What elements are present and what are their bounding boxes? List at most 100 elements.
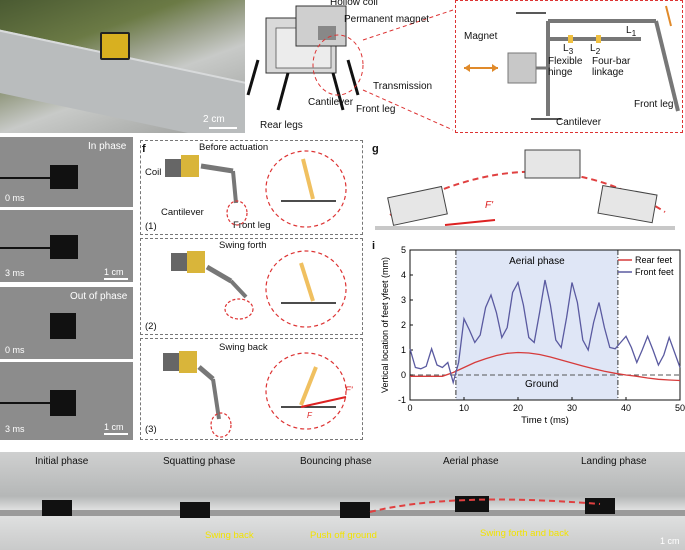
h-robot-3 — [340, 502, 370, 518]
panel-d-photo-1: In phase 0 ms — [0, 137, 133, 207]
panel-b: Hollow coil Permanent magnet Transmissio… — [246, 0, 454, 133]
f3-num: (3) — [145, 424, 157, 435]
y-tick-label: 4 — [401, 270, 406, 280]
panel-f-sub2: Swing forth (2) — [140, 238, 363, 335]
robot-photo — [100, 32, 130, 60]
label-front-leg: Front leg — [356, 104, 396, 115]
legend-label-1: Front feet — [635, 267, 674, 277]
panel-e-title: Out of phase — [70, 291, 128, 302]
robot-e2 — [50, 390, 76, 416]
series-line-1 — [409, 279, 681, 385]
g-force: F' — [485, 200, 494, 211]
robot-cad-drawing — [246, 5, 454, 131]
h-robot-2 — [180, 502, 210, 518]
label-transmission: Transmission — [373, 81, 433, 92]
f1-title: Before actuation — [199, 142, 269, 153]
label-rear-legs: Rear legs — [260, 120, 303, 131]
f2-drawing — [171, 250, 347, 328]
h-annot-swing-forth: Swing forth and back — [480, 528, 569, 539]
scale-text: 2 cm — [203, 114, 225, 125]
f2-num: (2) — [145, 321, 157, 332]
scale-bar — [209, 127, 237, 129]
label-l2: L2 — [590, 43, 601, 56]
y-tick-label: 5 — [401, 245, 406, 255]
x-tick-label: 20 — [513, 403, 523, 413]
panel-e-photo-2: 3 ms 1 cm — [0, 362, 133, 440]
panel-d-scale: 1 cm — [104, 267, 124, 277]
panel-d-title: In phase — [88, 141, 127, 152]
h-scale: 1 cm — [660, 536, 680, 546]
x-tick-label: 50 — [675, 403, 685, 413]
wire-d1 — [0, 177, 50, 179]
panel-f-sub3: Swing back (3) F' F — [140, 338, 363, 440]
h-robot-1 — [42, 500, 72, 516]
panel-g: F' — [375, 140, 683, 240]
label-front-leg-c: Front leg — [634, 99, 674, 110]
f2-title: Swing forth — [219, 240, 267, 251]
panel-e-scale: 1 cm — [104, 422, 124, 432]
panel-f-sub1: Before actuation Coil Cantilever Front l… — [140, 140, 363, 235]
panel-h-photo-strip: Initial phase Squatting phase Bouncing p… — [0, 452, 685, 550]
f1-num: (1) — [145, 221, 157, 232]
wire-e2 — [0, 402, 50, 404]
panel-g-letter: g — [372, 143, 379, 155]
aerial-phase-label: Aerial phase — [509, 256, 565, 267]
h-phase-3: Bouncing phase — [300, 456, 372, 467]
x-axis-label: Time t (ms) — [521, 415, 569, 426]
panel-d-t1: 3 ms — [5, 268, 25, 278]
x-tick-label: 0 — [407, 403, 412, 413]
series-line-0 — [410, 351, 681, 382]
legend-label-0: Rear feet — [635, 255, 673, 265]
x-tick-label: 40 — [621, 403, 631, 413]
h-phase-2: Squatting phase — [163, 456, 236, 467]
h-robot-5 — [585, 498, 615, 514]
ground-label: Ground — [525, 379, 558, 390]
y-tick-label: 1 — [401, 345, 406, 355]
h-annot-swing-back: Swing back — [205, 530, 254, 541]
f3-title: Swing back — [219, 342, 268, 353]
label-hollow-coil: Hollow coil — [330, 0, 378, 8]
f1-drawing — [165, 150, 347, 228]
label-l3: L3 — [563, 43, 574, 56]
panel-e-photo-1: Out of phase 0 ms — [0, 287, 133, 359]
robot-e1 — [50, 313, 76, 339]
f3-drawing — [163, 351, 347, 438]
y-axis-label: Vertical location of feet yfeet (mm) — [380, 257, 390, 393]
h-phase-5: Landing phase — [581, 456, 647, 467]
h-trajectory — [369, 498, 601, 513]
g-trajectory — [375, 149, 675, 230]
label-l1: L1 — [626, 25, 637, 38]
scale-bar-d — [104, 278, 128, 280]
h-annot-push-off: Push off ground — [310, 530, 377, 541]
h-phase-4: Aerial phase — [443, 456, 499, 467]
label-cantilever: Cantilever — [308, 97, 354, 108]
y-tick-label: 2 — [401, 320, 406, 330]
panel-e-t1: 3 ms — [5, 424, 25, 434]
label-cantilever-c: Cantilever — [556, 117, 602, 128]
label-magnet: Magnet — [464, 31, 498, 42]
robot-d2 — [50, 235, 78, 259]
x-tick-label: 10 — [459, 403, 469, 413]
y-tick-label: 0 — [401, 370, 406, 380]
schematic-drawing — [464, 5, 680, 120]
panel-e-t0: 0 ms — [5, 345, 25, 355]
y-tick-label: -1 — [398, 395, 406, 405]
h-phase-1: Initial phase — [35, 456, 89, 467]
f3-force: F' — [345, 385, 353, 396]
y-tick-label: 3 — [401, 295, 406, 305]
scale-bar-e — [104, 433, 128, 435]
f1-front-leg: Front leg — [233, 220, 271, 231]
robot-d1 — [50, 165, 78, 189]
label-permanent-magnet: Permanent magnet — [344, 14, 430, 25]
f3-force2: F — [307, 411, 312, 420]
panel-d-t0: 0 ms — [5, 193, 25, 203]
wire-d2 — [0, 247, 50, 249]
panel-i-letter: i — [372, 240, 376, 252]
panel-f-letter: f — [142, 143, 146, 155]
x-tick-label: 30 — [567, 403, 577, 413]
panel-d-photo-2: 3 ms 1 cm — [0, 210, 133, 282]
